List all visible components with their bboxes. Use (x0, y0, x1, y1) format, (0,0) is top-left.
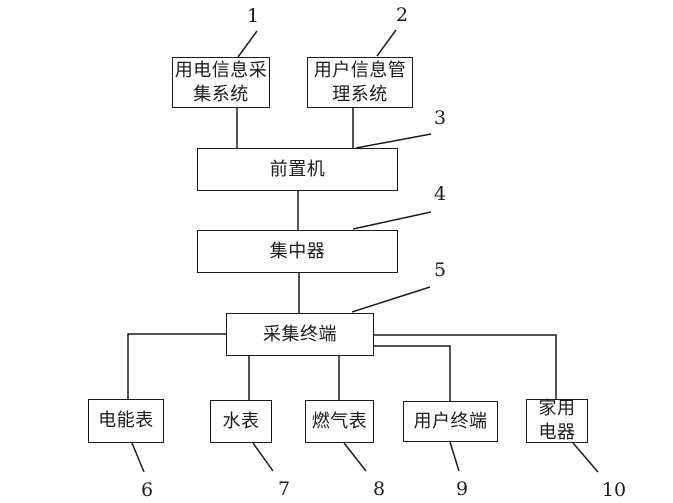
node-label: 用户信息管 (313, 59, 407, 81)
node-label: 水表 (222, 410, 260, 432)
ref-number-8: 8 (372, 478, 386, 500)
node-label: 前置机 (269, 158, 326, 180)
node-water-meter: 水表 (210, 400, 272, 443)
ref-number-9: 9 (455, 478, 469, 500)
leader-line-5 (351, 286, 431, 313)
ref-number-5: 5 (433, 259, 447, 281)
node-label: 电能表 (98, 410, 154, 431)
node-label: 采集终端 (263, 323, 337, 345)
node-collection-terminal: 采集终端 (226, 313, 374, 356)
leader-line-4 (352, 211, 432, 230)
node-user-info-management-system: 用户信息管 理系统 (307, 57, 413, 108)
node-label: 家用 (538, 398, 576, 419)
ref-number-3: 3 (433, 107, 447, 129)
leader-line-6 (131, 442, 145, 473)
node-electric-energy-meter: 电能表 (88, 399, 164, 443)
leader-line-2 (376, 29, 397, 57)
ref-number-6: 6 (140, 479, 154, 501)
node-label: 集系统 (193, 83, 249, 105)
node-gas-meter: 燃气表 (305, 400, 374, 443)
ref-number-1: 1 (246, 5, 260, 27)
leader-line-9 (449, 441, 460, 472)
leader-line-3 (355, 133, 432, 149)
connector-terminal-to-user-terminal (374, 345, 451, 401)
leader-line-8 (343, 442, 367, 472)
node-label: 燃气表 (311, 410, 368, 432)
connector-terminal-to-energy-meter (127, 333, 226, 399)
ref-number-7: 7 (277, 478, 291, 500)
node-household-appliances: 家用 电器 (526, 398, 588, 443)
leader-line-7 (252, 442, 274, 472)
node-label: 用电信息采 (174, 59, 268, 81)
node-label: 理系统 (332, 83, 388, 105)
ref-number-10: 10 (601, 479, 627, 501)
node-front-end-processor: 前置机 (197, 148, 398, 191)
node-concentrator: 集中器 (197, 230, 398, 273)
ref-number-2: 2 (395, 4, 409, 26)
connector-terminal-to-appliances (374, 334, 557, 399)
node-label: 电器 (538, 422, 576, 443)
ref-number-4: 4 (433, 183, 447, 205)
node-label: 集中器 (269, 240, 326, 262)
node-power-consumption-info-collection-system: 用电信息采 集系统 (172, 57, 270, 108)
node-user-terminal: 用户终端 (403, 401, 498, 442)
leader-line-1 (237, 30, 258, 58)
node-label: 用户终端 (413, 410, 488, 432)
leader-line-10 (572, 442, 599, 473)
